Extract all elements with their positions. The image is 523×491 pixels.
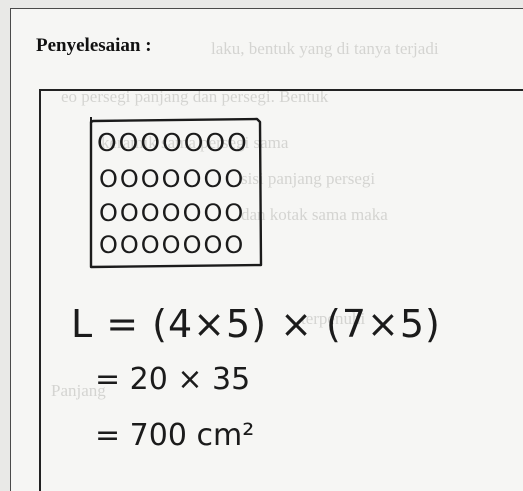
bleed-through-line: dan kotak sama maka: [241, 205, 388, 224]
work-line-result: = 700 cm²: [95, 418, 254, 453]
bleed-through-line: Panjang: [51, 381, 106, 400]
tile-row: OOOOOOO: [97, 128, 249, 157]
tile-row: OOOOOOO: [99, 199, 245, 227]
bleed-through-line: eo persegi panjang dan persegi. Bentuk: [61, 87, 329, 106]
handwritten-work: OOOOOOO OOOOOOO OOOOOOO OOOOOOO L = (4×5…: [71, 117, 441, 453]
answer-box: [39, 89, 523, 491]
bleed-through-line: terpenuhi: [301, 309, 366, 328]
tile-row: OOOOOOO: [99, 231, 245, 259]
section-heading: Penyelesaian :: [36, 35, 152, 56]
bleed-through-line: keramik sama persegi sama: [101, 133, 289, 152]
work-line-product: = 20 × 35: [95, 362, 250, 397]
tile-row: OOOOOOO: [99, 165, 245, 193]
work-line-area-formula: L = (4×5) × (7×5): [71, 302, 441, 346]
worksheet-page: laku, bentuk yang di tanya terjadi eo pe…: [10, 8, 523, 491]
bleed-through-line: laku, bentuk yang di tanya terjadi: [211, 39, 439, 58]
bleed-through-line: sisi panjang persegi: [241, 169, 376, 188]
